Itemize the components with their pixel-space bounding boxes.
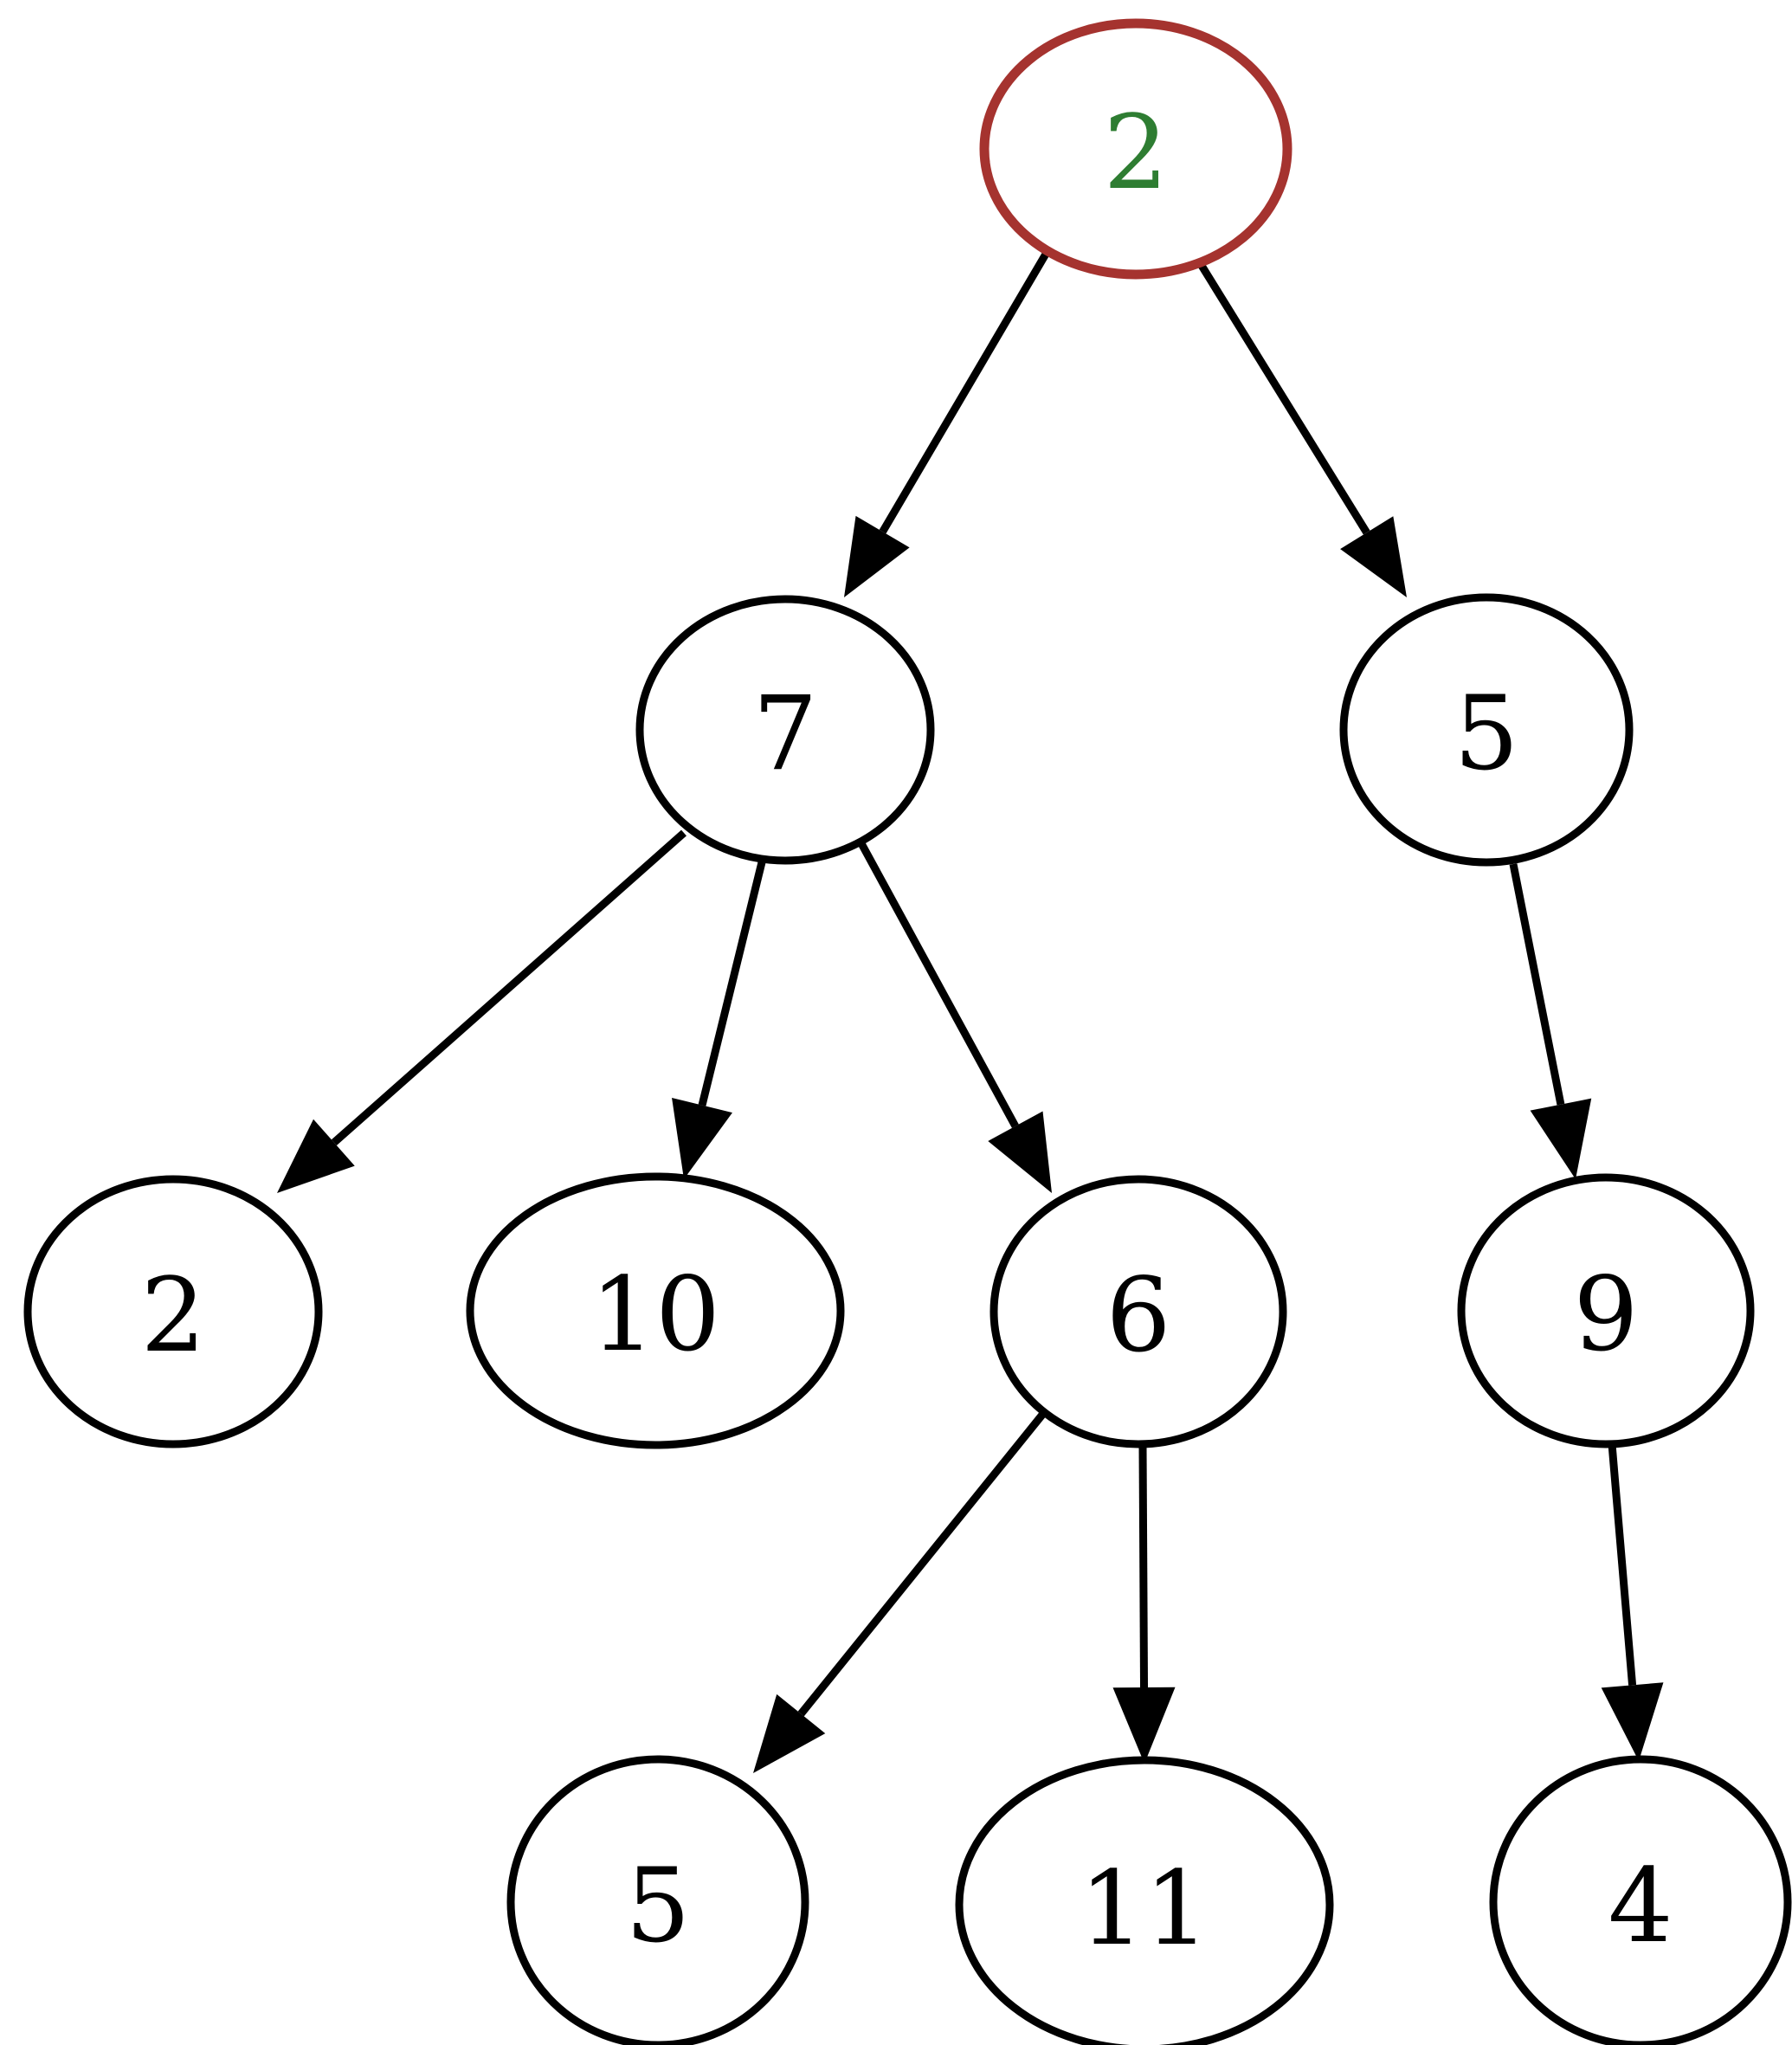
- node-label: 2: [1103, 93, 1168, 212]
- node-label: 4: [1608, 1846, 1673, 1965]
- node-label: 9: [1573, 1255, 1638, 1374]
- node-label: 11: [1080, 1848, 1209, 1968]
- graph-node-2-root[interactable]: 2: [979, 18, 1292, 280]
- node-outline[interactable]: [1489, 1755, 1792, 2045]
- edge-arrowhead-icon: [1601, 1682, 1664, 1761]
- graph-node-2[interactable]: 2: [23, 1175, 323, 1448]
- edge-line: [879, 248, 1051, 534]
- node-outline[interactable]: [23, 1175, 323, 1448]
- edge-7-to-2: [277, 829, 687, 1193]
- edge-2-to-5: [1193, 255, 1407, 597]
- edge-arrowhead-icon: [753, 1693, 826, 1773]
- edge-7-to-10: [672, 861, 766, 1179]
- graph-node-9[interactable]: 9: [1457, 1173, 1755, 1448]
- edge-arrowhead-icon: [672, 1097, 732, 1179]
- node-label: 5: [625, 1846, 690, 1965]
- edges-layer: [277, 248, 1664, 1773]
- node-outline[interactable]: [979, 18, 1292, 280]
- edge-line: [797, 1412, 1046, 1717]
- graph-node-5[interactable]: 5: [506, 1755, 809, 2045]
- node-outline[interactable]: [506, 1755, 809, 2045]
- node-outline[interactable]: [955, 1756, 1334, 2045]
- edge-arrowhead-icon: [844, 515, 910, 597]
- edge-line: [854, 833, 1019, 1128]
- node-label: 7: [752, 674, 817, 793]
- edge-arrowhead-icon: [1530, 1098, 1592, 1179]
- edge-line: [1509, 863, 1565, 1106]
- edge-arrowhead-icon: [988, 1111, 1052, 1193]
- edge-arrowhead-icon: [277, 1119, 355, 1193]
- graph-node-5[interactable]: 5: [1339, 593, 1634, 867]
- node-label: 10: [590, 1255, 720, 1374]
- edge-line: [331, 829, 687, 1146]
- edge-6-to-5: [753, 1412, 1046, 1773]
- graph-node-4[interactable]: 4: [1489, 1755, 1792, 2045]
- node-label: 6: [1105, 1255, 1170, 1375]
- edge-line: [1138, 1445, 1149, 1688]
- graph-node-6[interactable]: 6: [989, 1175, 1287, 1448]
- edge-arrowhead-icon: [1112, 1687, 1176, 1764]
- edge-line: [1608, 1443, 1637, 1686]
- node-label: 5: [1454, 674, 1518, 793]
- node-outline[interactable]: [989, 1175, 1287, 1448]
- edge-arrowhead-icon: [1340, 516, 1407, 597]
- edge-line: [698, 861, 766, 1106]
- node-outline[interactable]: [1457, 1173, 1755, 1448]
- edge-5-to-9: [1509, 863, 1592, 1179]
- nodes-layer: 2 7 5 2 10 6 9 5 11 4: [23, 18, 1792, 2045]
- edge-9-to-4: [1601, 1443, 1664, 1761]
- node-outline[interactable]: [635, 595, 935, 865]
- edge-2-to-7: [844, 248, 1051, 597]
- graph-node-11[interactable]: 11: [955, 1756, 1334, 2045]
- graph-node-10[interactable]: 10: [466, 1172, 845, 1449]
- edge-6-to-11: [1112, 1445, 1176, 1764]
- node-label: 2: [140, 1255, 205, 1375]
- graph-node-7[interactable]: 7: [635, 595, 935, 865]
- node-outline[interactable]: [1339, 593, 1634, 867]
- edge-line: [1193, 255, 1370, 535]
- node-outline[interactable]: [466, 1172, 845, 1449]
- edge-7-to-6: [854, 833, 1052, 1193]
